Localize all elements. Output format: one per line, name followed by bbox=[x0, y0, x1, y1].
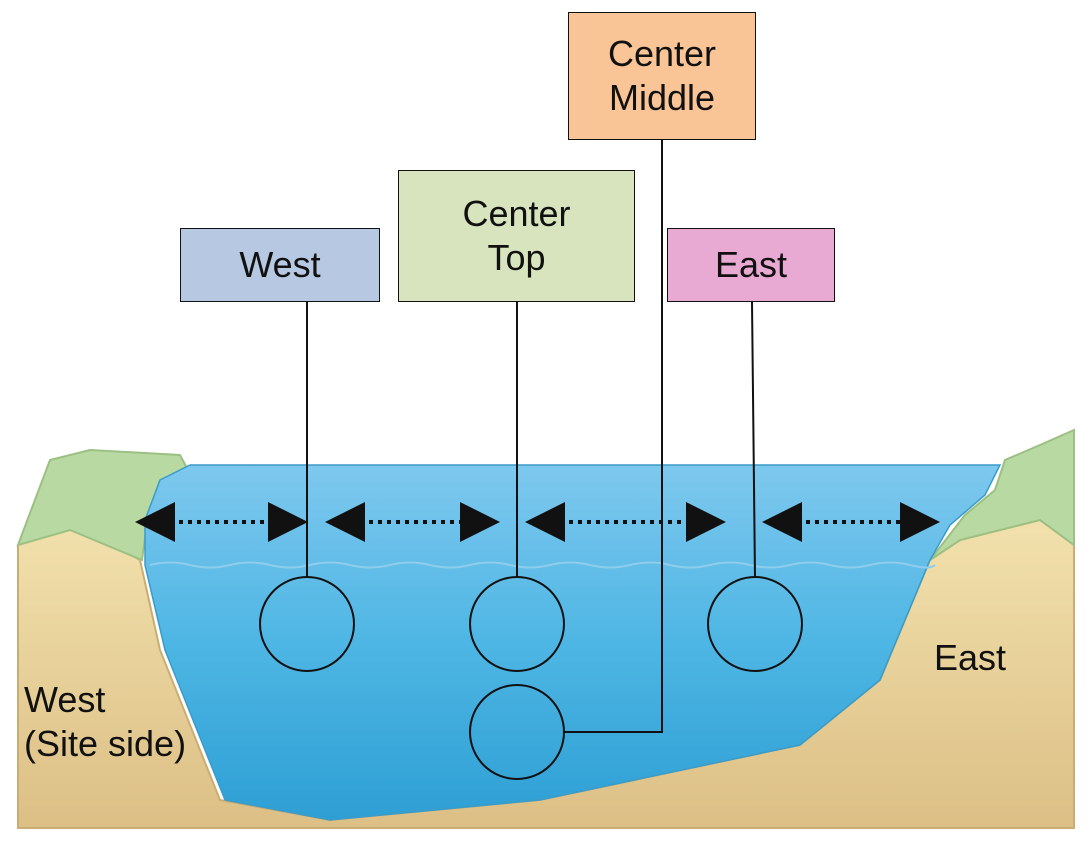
label-west: West bbox=[180, 228, 380, 302]
sampling-point-east bbox=[707, 576, 803, 672]
east-bank-grass bbox=[929, 428, 1075, 561]
east-connector-line bbox=[751, 301, 756, 579]
bank-label-east: East bbox=[934, 636, 1006, 680]
label-center-top: Center Top bbox=[398, 170, 635, 302]
label-center-middle: Center Middle bbox=[568, 12, 756, 140]
sampling-point-center-top bbox=[469, 576, 565, 672]
bank-label-west-text: West (Site side) bbox=[24, 679, 187, 764]
center-middle-connector-line bbox=[564, 140, 663, 733]
label-east-text: East bbox=[714, 244, 788, 285]
label-center-middle-text: Center Middle bbox=[607, 33, 717, 118]
label-west-text: West bbox=[239, 244, 321, 285]
bank-label-east-text: East bbox=[934, 637, 1007, 678]
sampling-point-center-middle bbox=[469, 684, 565, 780]
label-east: East bbox=[667, 228, 835, 302]
sampling-point-west bbox=[259, 576, 355, 672]
bank-label-west: West (Site side) bbox=[24, 634, 186, 766]
label-center-top-text: Center Top bbox=[462, 193, 571, 278]
river-water bbox=[144, 464, 1002, 821]
water-surface-line bbox=[149, 561, 936, 569]
